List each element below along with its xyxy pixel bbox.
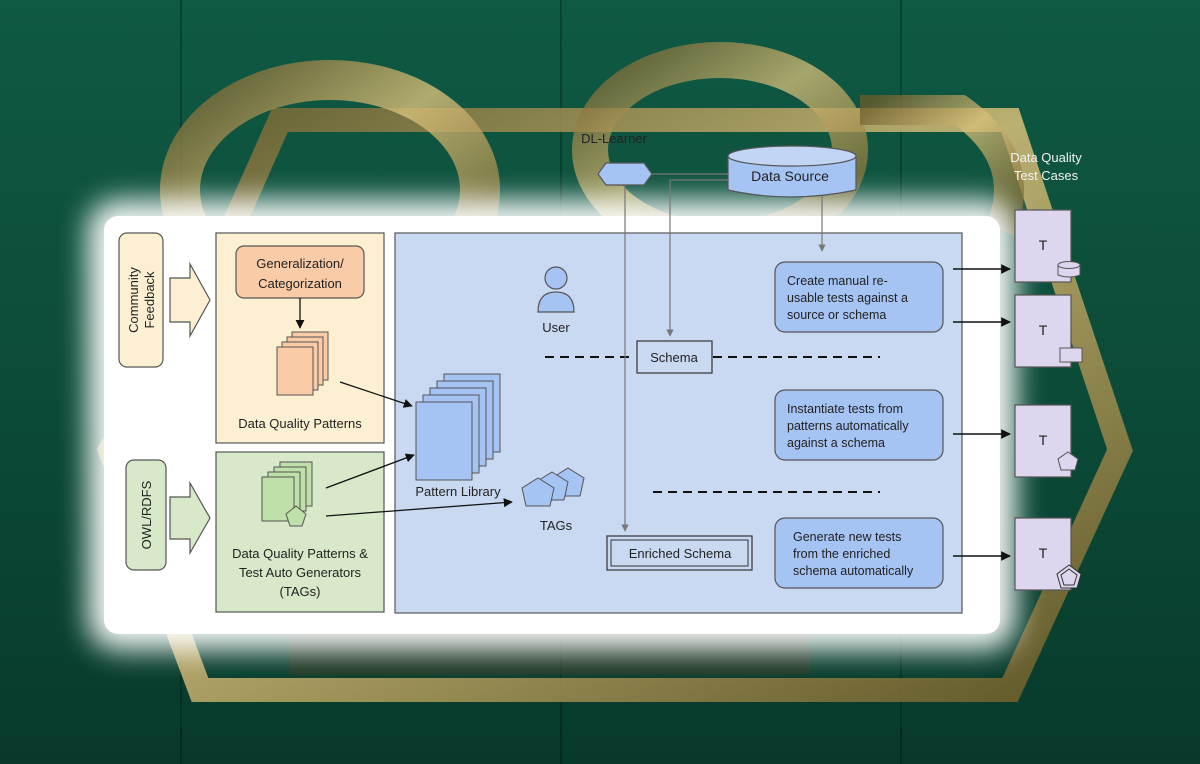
dq-tags-line2: Test Auto Generators: [239, 565, 362, 580]
test-case-letter: T: [1039, 237, 1048, 253]
tags-pentagons-icon: [521, 467, 585, 507]
test-case-letter: T: [1039, 432, 1048, 448]
generalization-box: Generalization/ Categorization: [235, 245, 365, 299]
generate-line1: Generate new tests: [793, 530, 901, 544]
community-feedback-line1: Community: [126, 267, 141, 333]
tags-label: TAGs: [540, 518, 573, 533]
owl-rdfs-label: OWL/RDFS: [139, 480, 154, 549]
test-case-letter: T: [1039, 545, 1048, 561]
dl-learner-label: DL-Learner: [581, 131, 647, 146]
generalization-line2: Categorization: [258, 276, 342, 291]
orange-documents-icon: [276, 331, 329, 396]
generate-line3: schema automatically: [793, 564, 914, 578]
generalization-line1: Generalization/: [256, 256, 344, 271]
enriched-schema-box: Enriched Schema: [606, 535, 753, 571]
schema-label: Schema: [650, 350, 698, 365]
data-source-label: Data Source: [751, 168, 829, 184]
test-case-enriched-doc-icon: T: [1014, 517, 1082, 591]
pattern-library-label: Pattern Library: [415, 484, 501, 499]
dq-patterns-label: Data Quality Patterns: [238, 416, 362, 431]
dq-tags-line3: (TAGs): [280, 584, 321, 599]
community-feedback-line2: Feedback: [142, 271, 157, 329]
feedback-arrow-icon: [169, 261, 211, 339]
generate-line2: from the enriched: [793, 547, 890, 561]
owl-rdfs-box: OWL/RDFS: [125, 459, 167, 571]
create-manual-line1: Create manual re-: [787, 274, 888, 288]
generate-tests-box: Generate new tests from the enriched sch…: [774, 517, 944, 589]
create-manual-line2: usable tests against a: [787, 291, 908, 305]
community-feedback-box: Community Feedback: [118, 232, 164, 368]
green-documents-icon: [261, 461, 313, 527]
data-source-cylinder-icon: [727, 145, 857, 198]
create-manual-tests-box: Create manual re- usable tests against a…: [774, 261, 944, 333]
instantiate-tests-box: Instantiate tests from patterns automati…: [774, 389, 944, 461]
instantiate-line2: patterns automatically: [787, 419, 909, 433]
instantiate-line3: against a schema: [787, 436, 885, 450]
test-cases-title-line2: Test Cases: [1014, 168, 1079, 183]
test-case-schema-doc-icon: T: [1014, 294, 1083, 368]
test-case-pattern-doc-icon: T: [1014, 404, 1079, 478]
schema-box: Schema: [636, 340, 713, 374]
instantiate-line1: Instantiate tests from: [787, 402, 903, 416]
test-case-letter: T: [1039, 322, 1048, 338]
owl-arrow-icon: [169, 480, 211, 556]
user-label: User: [542, 320, 570, 335]
user-icon: [537, 266, 575, 313]
dq-tags-line1: Data Quality Patterns &: [232, 546, 368, 561]
create-manual-line3: source or schema: [787, 308, 886, 322]
pattern-library-documents-icon: [415, 373, 501, 481]
enriched-schema-label: Enriched Schema: [629, 546, 732, 561]
test-cases-title-line1: Data Quality: [1010, 150, 1082, 165]
dl-learner-hexagon-icon: [597, 162, 653, 186]
test-case-source-doc-icon: T: [1014, 209, 1081, 283]
